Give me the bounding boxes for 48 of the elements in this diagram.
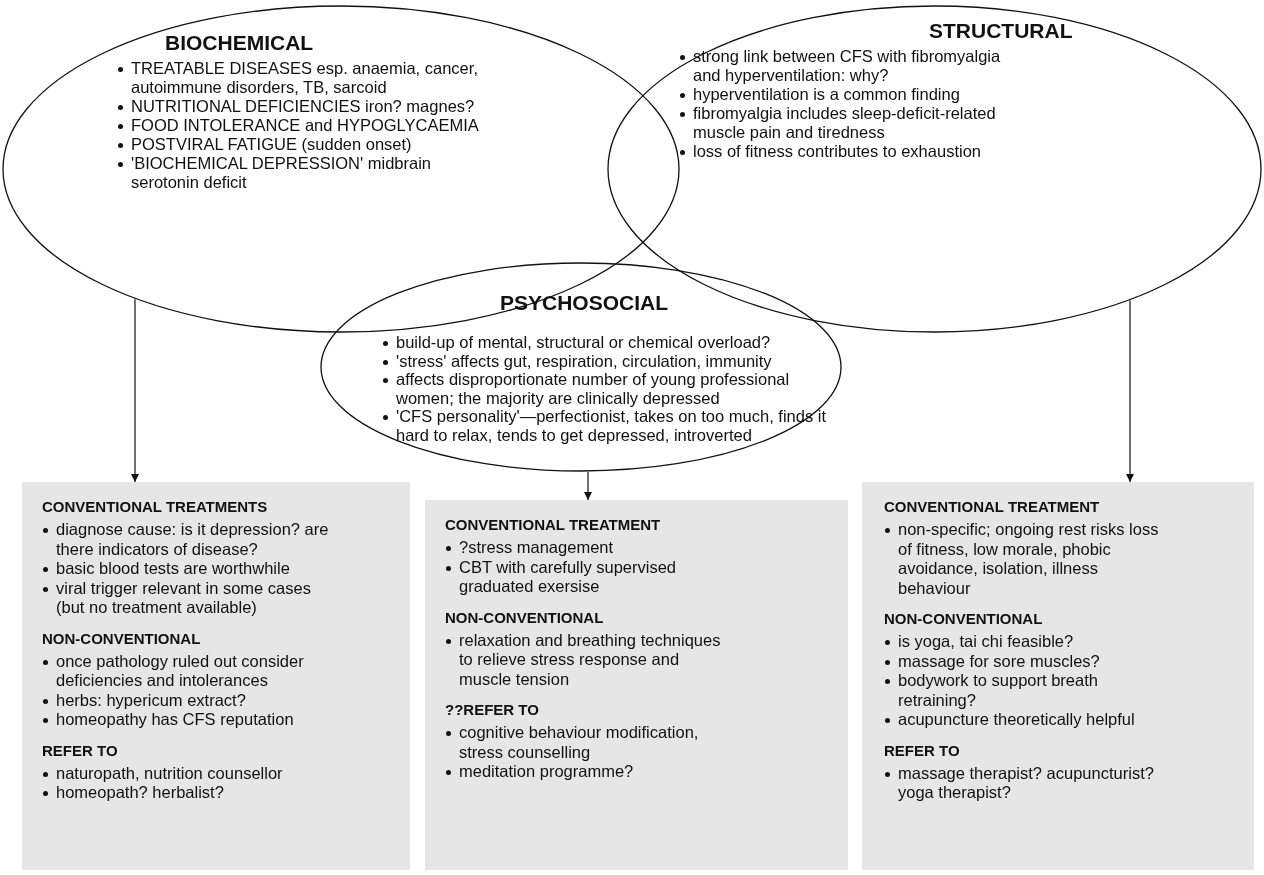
bullet-text: relaxation and breathing techniques to relieve stress response and muscle tension	[459, 630, 721, 688]
section-heading: NON-CONVENTIONAL	[884, 610, 1043, 627]
section-heading: ??REFER TO	[445, 701, 539, 718]
bullet-text: NUTRITIONAL DEFICIENCIES iron? magnes?	[131, 97, 475, 115]
bullet-text: homeopath? herbalist?	[56, 783, 224, 801]
bullet-text: CBT with carefully supervised graduated exersise	[459, 557, 677, 595]
arrow	[584, 471, 592, 501]
bullet-text: 'stress' affects gut, respiration, circulation, immunity	[396, 351, 772, 370]
bullet-text: loss of fitness contributes to exhaustion	[693, 142, 981, 160]
bullet-text: hyperventilation is a common finding	[693, 85, 960, 103]
bullet-text: strong link between CFS with fibromyalgia and hyperventilation: why?	[693, 47, 1001, 84]
bullet-text: non-specific; ongoing rest risks loss of fitness, low morale, phobic avoidance, isolation, illness behaviour	[898, 520, 1159, 597]
section-heading: REFER TO	[884, 741, 960, 759]
bullet-text: 'CFS personality'—perfectionist, takes on too much, finds it hard to relax, tends to get depressed, introverted	[396, 407, 826, 444]
treatment-panel	[425, 500, 848, 870]
bullet-text: naturopath, nutrition counsellor	[56, 763, 283, 782]
bullet-text: massage therapist? acupuncturist? yoga therapist?	[898, 763, 1154, 801]
treatment-panel	[862, 482, 1254, 870]
ellipse-region	[2, 5, 680, 333]
arrow	[1126, 299, 1134, 483]
bullet-text: herbs: hypericum extract?	[56, 690, 246, 709]
section-heading: CONVENTIONAL TREATMENT	[884, 498, 1100, 515]
bullet-text: meditation programme?	[459, 762, 634, 780]
bullet-text: is yoga, tai chi feasible?	[898, 632, 1074, 650]
bullet-text: viral trigger relevant in some cases (but no treatment available)	[56, 578, 311, 616]
region-heading: BIOCHEMICAL	[165, 31, 314, 55]
bullet-text: bodywork to support breath retraining?	[898, 671, 1098, 709]
region-heading: STRUCTURAL	[929, 19, 1073, 43]
bullet-text: ?stress management	[459, 538, 614, 556]
bullet-text: affects disproportionate number of young professional women; the majority are clinically depressed	[396, 370, 790, 407]
arrow	[131, 298, 139, 483]
bullet-text: 'BIOCHEMICAL DEPRESSION' midbrain serotonin deficit	[131, 154, 431, 191]
bullet-text: massage for sore muscles?	[898, 651, 1100, 670]
bullet-text: diagnose cause: is it depression? are there indicators of disease?	[56, 520, 329, 558]
bullet-text: FOOD INTOLERANCE and HYPOGLYCAEMIA	[131, 116, 479, 134]
treatment-panel	[22, 482, 410, 870]
section-heading: CONVENTIONAL TREATMENTS	[42, 498, 268, 515]
bullet-text: POSTVIRAL FATIGUE (sudden onset)	[131, 135, 412, 153]
section-heading: REFER TO	[42, 741, 118, 759]
bullet-text: build-up of mental, structural or chemical overload?	[396, 333, 771, 351]
bullet-text: basic blood tests are worthwhile	[56, 559, 290, 577]
bullet-text: homeopathy has CFS reputation	[56, 710, 294, 728]
section-heading: NON-CONVENTIONAL	[445, 608, 604, 626]
section-heading: CONVENTIONAL TREATMENT	[445, 516, 661, 533]
bullet-text: acupuncture theoretically helpful	[898, 710, 1135, 728]
bullet-text: TREATABLE DISEASES esp. anaemia, cancer, autoimmune disorders, TB, sarcoid	[131, 59, 478, 96]
section-heading: NON-CONVENTIONAL	[42, 629, 201, 647]
ellipse-region	[320, 262, 842, 472]
